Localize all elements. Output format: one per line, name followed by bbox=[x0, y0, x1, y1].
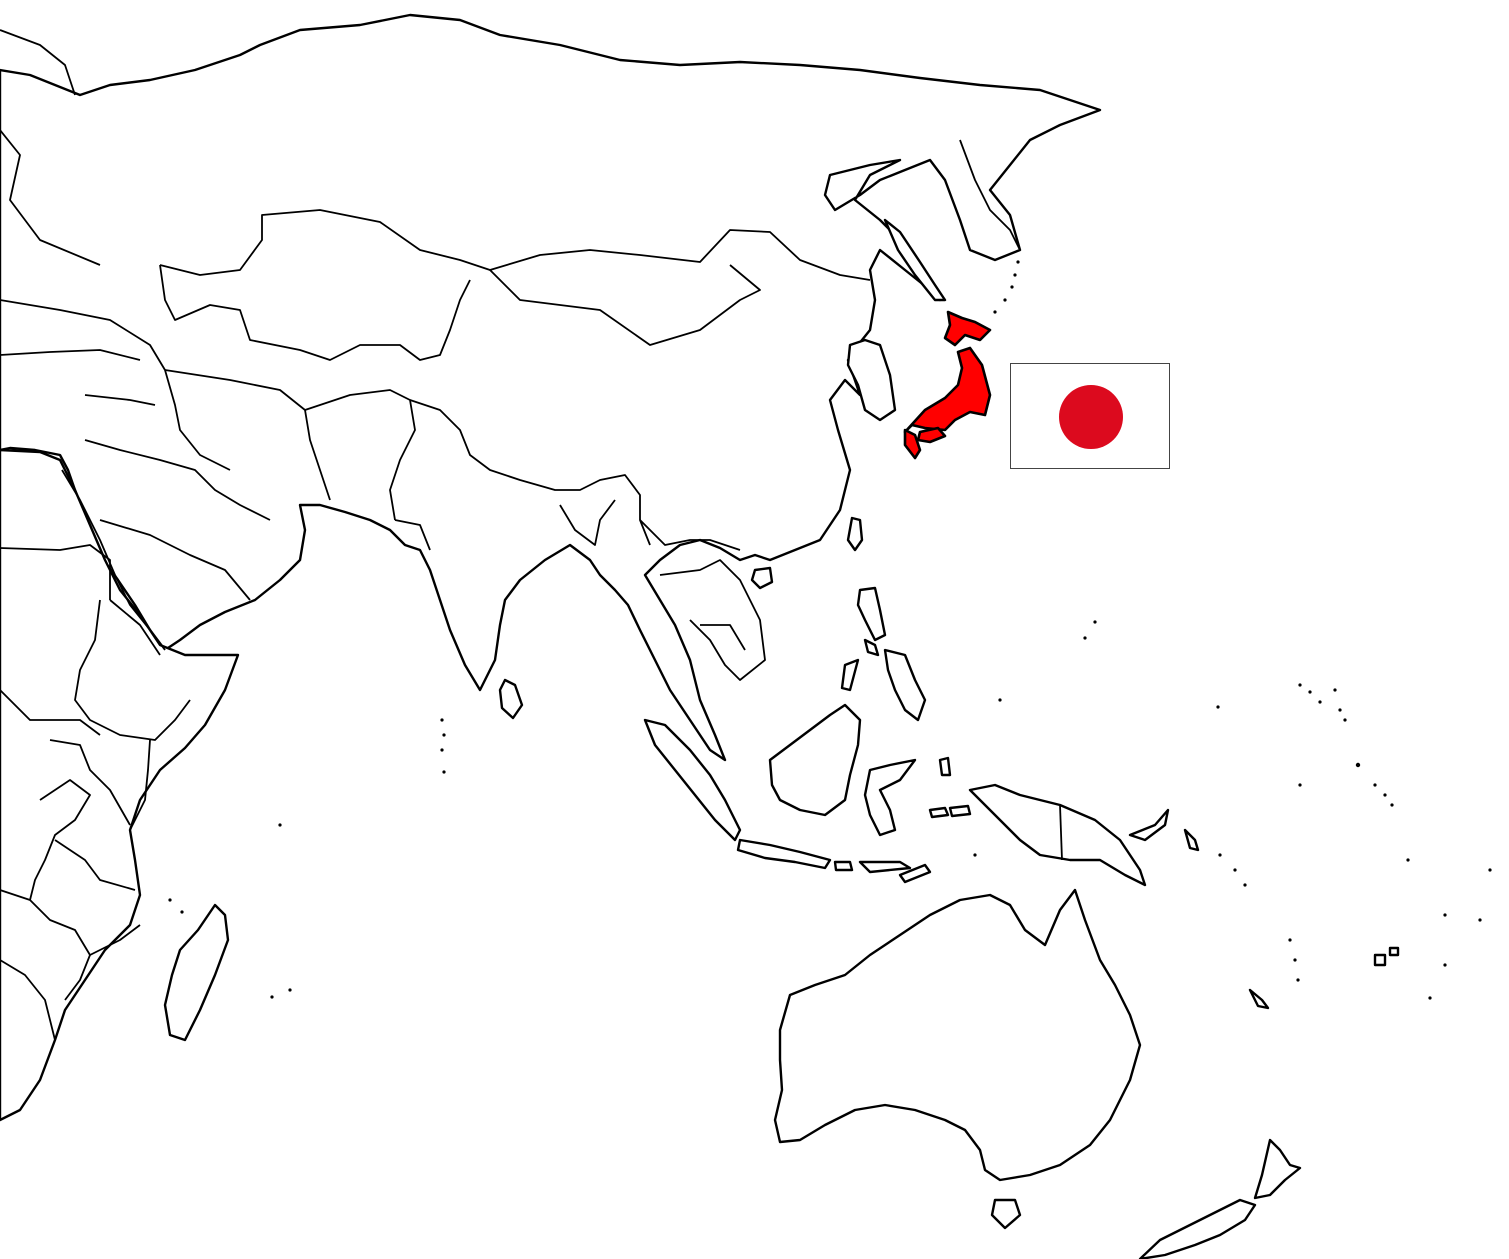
red-sea-coast bbox=[61, 469, 166, 651]
kuril-islands bbox=[993, 260, 1020, 314]
japan-hokkaido[interactable] bbox=[943, 310, 992, 347]
maluku-islands bbox=[928, 756, 972, 819]
japan-flag bbox=[1010, 363, 1170, 469]
philippines-islands bbox=[840, 586, 927, 722]
tasmania-island bbox=[990, 1198, 1022, 1230]
melanesia-islands bbox=[1128, 808, 1400, 1010]
korean-peninsula bbox=[846, 338, 897, 422]
sulawesi-island bbox=[863, 758, 917, 837]
japan-kyushu[interactable] bbox=[903, 428, 922, 460]
japan-country[interactable] bbox=[903, 310, 992, 460]
pacific-islets bbox=[168, 620, 1492, 1000]
taiwan-island bbox=[846, 516, 864, 552]
eurasia-landmass bbox=[0, 13, 1102, 762]
sumatra-island bbox=[643, 718, 742, 842]
japan-shikoku[interactable] bbox=[916, 426, 947, 444]
png-border bbox=[1059, 804, 1063, 861]
java-lesser-sunda bbox=[736, 838, 932, 884]
borneo-island bbox=[768, 703, 862, 817]
sri-lanka-island bbox=[498, 678, 524, 720]
sakhalin-island bbox=[883, 218, 947, 302]
australia-landmass bbox=[773, 888, 1142, 1182]
new-guinea-island bbox=[968, 783, 1147, 887]
africa-landmass bbox=[0, 448, 240, 1122]
madagascar-island bbox=[163, 903, 230, 1042]
japan-honshu[interactable] bbox=[903, 346, 992, 434]
new-zealand-islands bbox=[1138, 1138, 1302, 1259]
country-borders bbox=[0, 29, 871, 1041]
flag-red-disc bbox=[1059, 385, 1123, 449]
kamchatka-coast bbox=[959, 139, 1021, 251]
hainan-island bbox=[750, 566, 774, 590]
